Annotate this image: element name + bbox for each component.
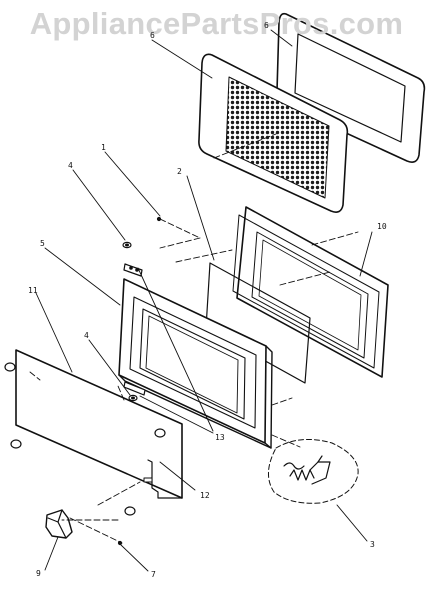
assembly-lines [29,133,359,544]
hardware-group-outline [268,438,359,504]
upper-screw [122,241,132,249]
film-sheet [205,262,311,384]
panel-clips [4,362,166,516]
callout-4-lower: 4 [84,331,89,340]
door-frame [232,206,389,378]
door-latch [45,509,73,539]
lower-screw [128,394,138,402]
callout-8: 6 [150,31,155,40]
callout-7: 7 [151,570,156,579]
lower-hinge-bracket [123,381,146,396]
watermark-text: AppliancePartsPros.com [29,6,404,41]
upper-hinge-bracket [123,263,143,277]
outer-glass-panel [276,12,426,163]
callout-9: 9 [36,569,41,578]
callout-3: 3 [370,540,375,549]
callout-4-upper: 4 [68,161,73,170]
leader-lines [35,29,373,572]
callout-5: 5 [40,239,45,248]
callout-2: 2 [177,167,182,176]
callout-12: 12 [200,491,210,500]
callout-6: 6 [264,21,269,30]
callout-1: 1 [101,143,106,152]
latch-spring [283,455,331,485]
mesh-screen-panel [198,53,349,213]
callout-13: 13 [215,433,225,442]
callout-10: 10 [377,222,387,231]
door-assembly [118,278,273,449]
callout-11: 11 [28,286,38,295]
inner-door-panel [15,349,183,499]
